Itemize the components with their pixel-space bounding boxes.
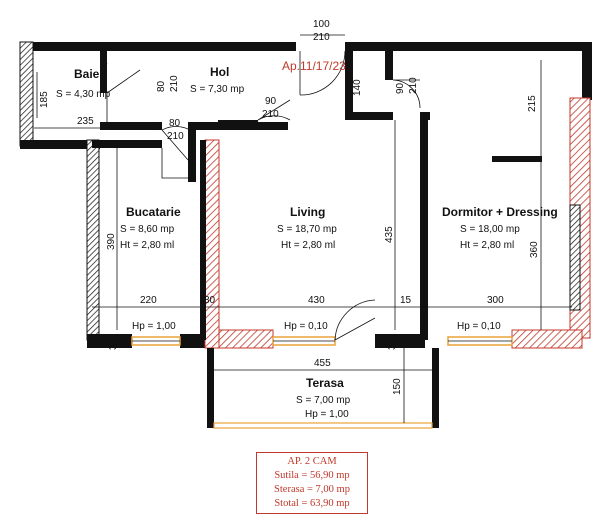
room-bucatarie-surface: S = 8,60 mp [120,224,175,235]
dim-baie-height: 185 [39,91,50,108]
dim-baie-door-w: 80 [156,80,167,92]
wall-living-hatch-vertical [204,139,220,349]
wall-left-bath [19,41,34,147]
dim-kitchen-390: 390 [106,233,117,250]
wall-top-right [345,42,592,51]
room-terasa-name: Terasa [306,376,344,390]
wall-right-top [582,42,592,100]
wall-hall-top-right [345,51,353,113]
dim-bedroom-215: 215 [527,95,538,112]
dim-baie-door-h: 210 [169,75,180,92]
wall-kitchen-top [92,140,162,148]
room-terasa-parapet: Hp = 1,00 [305,409,349,420]
wall-hall-vertical [188,122,196,182]
dim-wall-30-right: 30 [387,338,398,350]
room-hol-name: Hol [210,65,229,79]
wall-left-kitchen [86,139,100,341]
room-terasa-surface: S = 7,00 mp [296,395,351,406]
room-living-name: Living [290,205,325,219]
living-door-swing [257,99,291,121]
dim-kitchen-door-w: 80 [169,118,181,129]
wall-bottom-living-right [375,334,425,348]
room-bucatarie-name: Bucatarie [126,205,181,219]
summary-sterasa: Sterasa = 7,00 mp [274,484,350,495]
wall-bottom-kitchen [87,334,132,348]
wall-terrace-left [207,348,214,428]
wall-living-top [345,112,393,120]
wall-kitchen-living [200,140,206,340]
room-living-height: Ht = 2,80 ml [281,240,335,251]
dim-wall-30: 30 [204,295,216,306]
room-dormitor-height: Ht = 2,80 ml [460,240,514,251]
dim-wall-15: 15 [400,295,412,306]
dim-kitchen-220: 220 [140,295,157,306]
dim-living-door-w: 90 [265,96,277,107]
summary-sutila: Sutila = 56,90 mp [274,470,350,481]
room-baie-name: Baie [74,67,100,81]
wall-hall-kitchen [100,122,162,130]
terrace-door-swing [334,299,376,341]
room-baie-surface: S = 4,30 mp [56,89,111,100]
wall-bottom-kitchen-right [180,334,205,348]
terrace-railing [213,422,433,429]
wall-bottom-bedroom-hatch [511,329,583,349]
dim-wall-30-left: 30 [108,338,119,350]
summary-stotal: Stotal = 63,90 mp [274,498,350,509]
wall-right-black [569,204,581,311]
bath-door-swing [102,62,141,122]
dim-bedroom-door-w: 90 [395,82,406,94]
wall-dressing [492,156,542,162]
dim-bedroom-360: 360 [529,241,540,258]
dim-terasa-150: 150 [392,378,403,395]
entry-door-swing [299,50,346,96]
apartment-code: Ap.11/17/23 [282,59,346,73]
bedroom-door-swing [392,79,421,109]
dim-kitchen-door-h: 210 [167,131,184,142]
dim-living-door-h: 210 [262,109,279,120]
dim-bedroom-door-h: 210 [408,77,419,94]
dim-hol-140: 140 [352,79,363,96]
wall-bedroom-top-left [385,51,393,80]
wall-bedroom-top-mid [420,112,430,120]
area-summary-box: AP. 2 CAM Sutila = 56,90 mp Sterasa = 7,… [256,452,368,514]
room-bucatarie-parapet: Hp = 1,00 [132,321,176,332]
room-bucatarie-height: Ht = 2,80 ml [120,240,174,251]
dim-entry-door-w: 100 [313,19,330,30]
room-living-surface: S = 18,70 mp [277,224,337,235]
dim-entry-door-h: 210 [313,32,330,43]
room-living-parapet: Hp = 0,10 [284,321,328,332]
dim-bedroom-300: 300 [487,295,504,306]
wall-living-bedroom [420,112,428,340]
kitchen-door-swing [161,126,191,179]
room-hol-surface: S = 7,30 mp [190,84,245,95]
wall-bath-bottom [20,140,100,149]
wall-top-left [20,42,296,51]
dim-baie-width: 235 [77,116,94,127]
room-dormitor-surface: S = 18,00 mp [460,224,520,235]
summary-title: AP. 2 CAM [287,456,337,467]
wall-terrace-right [432,348,439,428]
room-dormitor-name: Dormitor + Dressing [442,205,558,219]
wall-living-bottom-left [218,120,258,126]
dim-terasa-455: 455 [314,358,331,369]
dim-living-430: 430 [308,295,325,306]
dim-living-435: 435 [384,226,395,243]
room-dormitor-parapet: Hp = 0,10 [457,321,501,332]
